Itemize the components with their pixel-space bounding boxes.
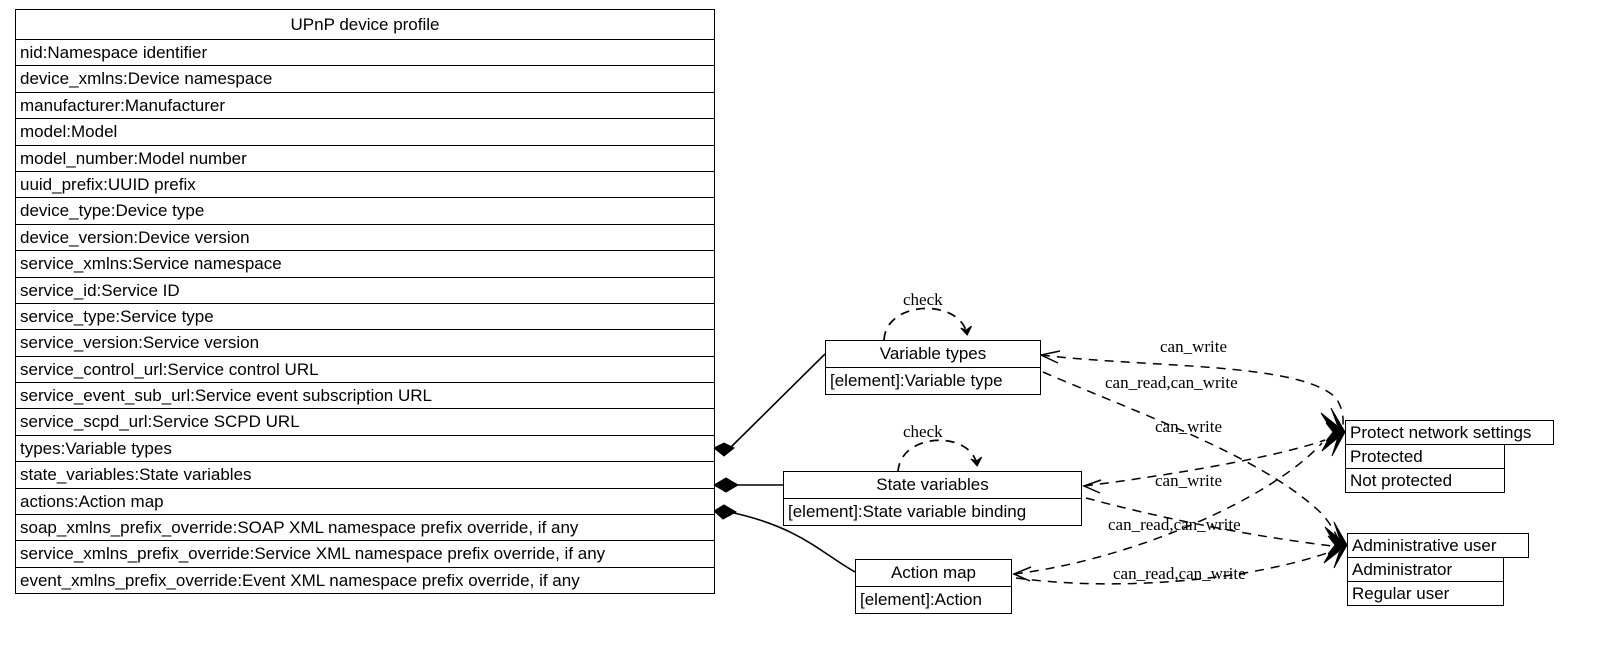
edge-check-state-variables xyxy=(897,439,983,473)
state-variables-class: State variables [element]:State variable… xyxy=(783,471,1082,526)
action-map-title: Action map xyxy=(855,559,1012,587)
administrative-user-enum: Administrative user Administrator Regula… xyxy=(1347,533,1529,606)
profile-attribute-row: uuid_prefix:UUID prefix xyxy=(15,170,715,199)
profile-attribute-row: service_scpd_url:Service SCPD URL xyxy=(15,408,715,436)
profile-attribute-row: service_version:Service version xyxy=(15,329,715,357)
protect-network-settings-enum: Protect network settings Protected Not p… xyxy=(1345,420,1554,493)
arrowhead-into-admin-box xyxy=(1323,521,1349,569)
variable-types-attribute: [element]:Variable type xyxy=(825,367,1041,395)
protect-network-settings-title: Protect network settings xyxy=(1345,420,1554,445)
edge-sv-protect-arrowhead xyxy=(1081,479,1102,494)
profile-attribute-row-state-variables: state_variables:State variables xyxy=(15,461,715,489)
profile-attribute-row: manufacturer:Manufacturer xyxy=(15,91,715,120)
profile-attribute-row: service_xmlns_prefix_override:Service XM… xyxy=(15,540,715,568)
profile-attribute-row: service_event_sub_url:Service event subs… xyxy=(15,382,715,410)
variable-types-class: Variable types [element]:Variable type xyxy=(825,340,1041,395)
administrative-user-title: Administrative user xyxy=(1347,533,1529,558)
profile-attribute-row-actions: actions:Action map xyxy=(15,487,715,516)
edge-label-sv-protect-can-write: can_write xyxy=(1155,417,1223,436)
upnp-device-profile-class: UPnP device profile nid:Namespace identi… xyxy=(15,9,715,595)
arrowhead-into-protect-box xyxy=(1320,407,1347,457)
profile-attribute-row: device_type:Device type xyxy=(15,197,715,225)
action-map-class: Action map [element]:Action xyxy=(855,559,1012,614)
profile-attribute-row: service_control_url:Service control URL xyxy=(15,355,715,384)
administrative-user-value: Regular user xyxy=(1347,581,1504,606)
edge-label-check-variable-types: check xyxy=(903,290,943,309)
composition-diamond-actions xyxy=(713,504,738,520)
protect-network-settings-value: Protected xyxy=(1345,444,1505,469)
edge-label-am-admin-can-read-can-write: can_read,can_write xyxy=(1113,564,1246,583)
profile-attribute-row: model:Model xyxy=(15,118,715,146)
profile-table-title: UPnP device profile xyxy=(15,9,715,40)
administrative-user-value: Administrator xyxy=(1347,557,1504,582)
composition-diamond-state-variables xyxy=(713,477,739,493)
profile-attribute-row: event_xmlns_prefix_override:Event XML na… xyxy=(15,566,715,595)
profile-attribute-row: service_xmlns:Service namespace xyxy=(15,250,715,278)
edge-vt-protect-arrowhead xyxy=(1038,350,1061,364)
edge-check-variable-types xyxy=(883,307,972,341)
edge-am-protect-arrowhead xyxy=(1012,566,1032,582)
edge-label-vt-protect-can-write: can_write xyxy=(1160,337,1228,356)
profile-attribute-row: nid:Namespace identifier xyxy=(15,39,715,67)
protect-network-settings-value: Not protected xyxy=(1345,468,1505,493)
composition-diamond-types xyxy=(713,442,735,457)
state-variables-attribute: [element]:State variable binding xyxy=(783,498,1082,526)
variable-types-title: Variable types xyxy=(825,340,1041,368)
edge-types-to-variable-types xyxy=(730,353,826,448)
profile-attribute-row: device_version:Device version xyxy=(15,223,715,252)
state-variables-title: State variables xyxy=(783,471,1082,499)
edge-label-vt-admin-can-read-can-write: can_read,can_write xyxy=(1105,373,1238,392)
profile-attribute-row: model_number:Model number xyxy=(15,144,715,172)
edge-label-sv-admin-can-read-can-write: can_read,can_write xyxy=(1108,515,1241,534)
profile-attribute-row-types: types:Variable types xyxy=(15,434,715,463)
profile-attribute-row: service_id:Service ID xyxy=(15,276,715,304)
profile-attribute-row: device_xmlns:Device namespace xyxy=(15,65,715,93)
edge-label-am-protect-can-write: can_write xyxy=(1155,471,1223,490)
profile-attribute-row: soap_xmlns_prefix_override:SOAP XML name… xyxy=(15,514,715,542)
action-map-attribute: [element]:Action xyxy=(855,586,1012,614)
profile-attribute-row: service_type:Service type xyxy=(15,302,715,331)
edge-label-check-state-variables: check xyxy=(903,422,943,441)
